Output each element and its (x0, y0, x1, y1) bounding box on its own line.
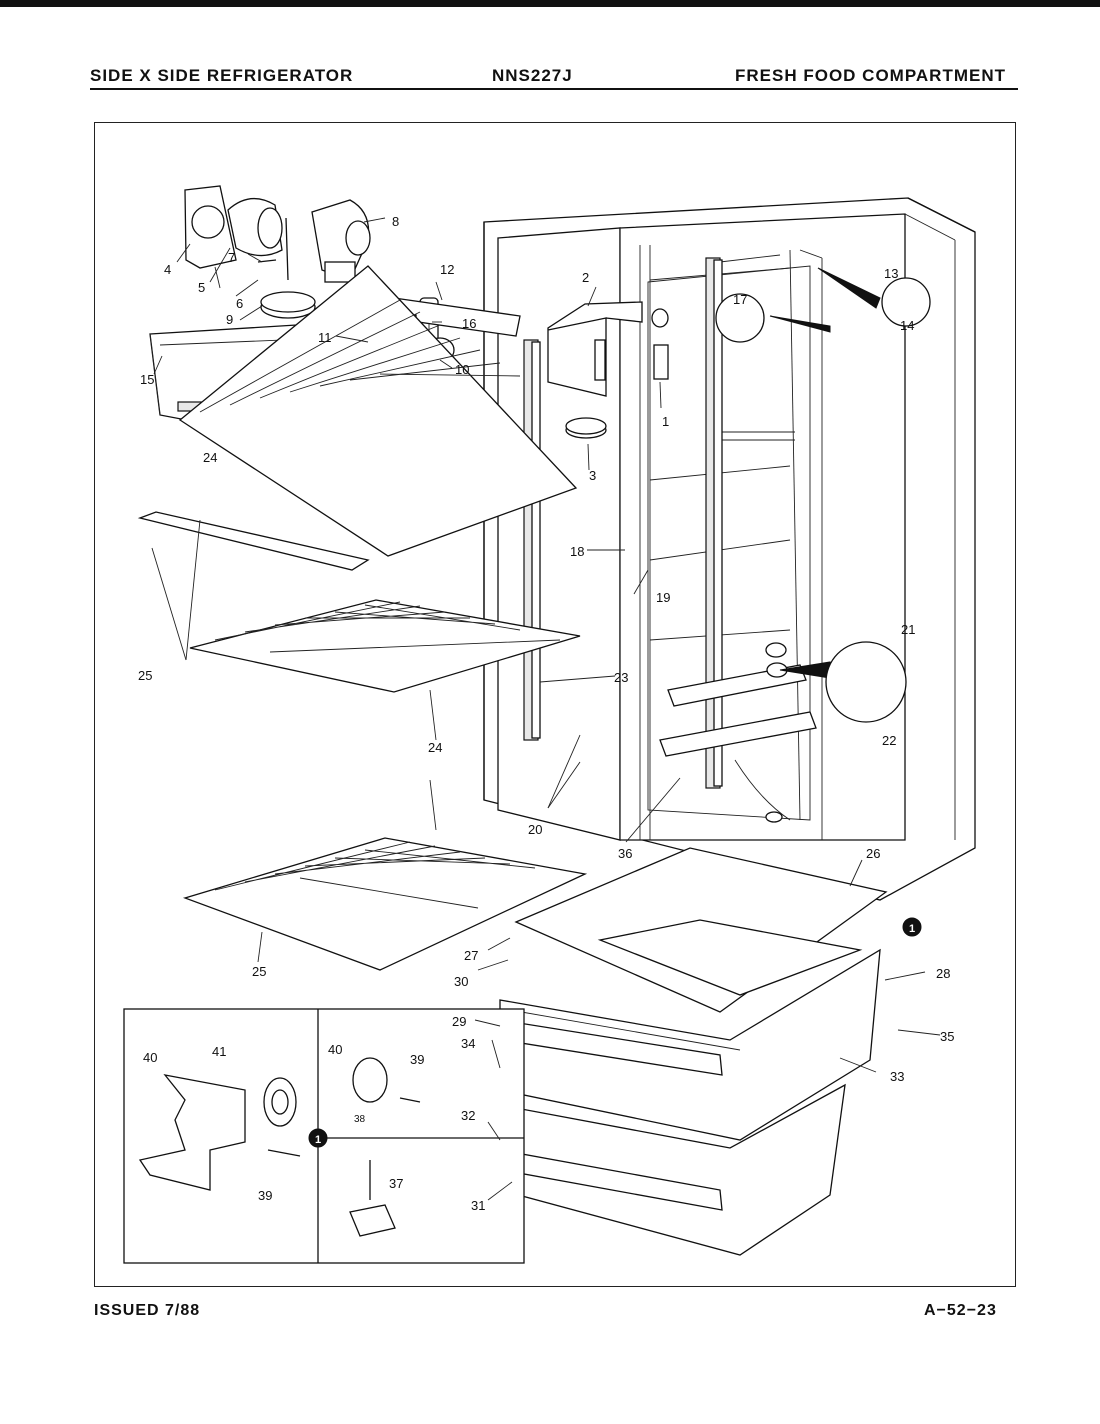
callout-25a: 25 (138, 668, 152, 683)
leader-wedge-17 (715, 293, 831, 343)
top-border-bar (0, 0, 1100, 7)
header-section-title: FRESH FOOD COMPARTMENT (735, 66, 1007, 85)
callout-leaders (151, 217, 941, 1201)
callout-14: 14 (900, 318, 914, 333)
callout-22: 22 (882, 733, 896, 748)
callout-1: 1 (662, 414, 669, 429)
leader-wedge-13 (817, 267, 931, 327)
callout-30: 30 (454, 974, 468, 989)
shelf-ladder-right (705, 257, 723, 789)
callout-27: 27 (464, 948, 478, 963)
callout-11: 11 (318, 330, 332, 345)
shelf-ladder-left (523, 339, 541, 741)
callout-41: 41 (212, 1044, 226, 1059)
callout-21: 21 (901, 622, 915, 637)
header-product-type: SIDE X SIDE REFRIGERATOR (90, 66, 354, 85)
crisper-rails (659, 642, 817, 823)
detail-marker-crisper: 1 (902, 917, 922, 937)
footer-page-code: A−52−23 (924, 1302, 997, 1319)
callout-2: 2 (582, 270, 589, 285)
callout-23: 23 (614, 670, 628, 685)
callout-33: 33 (890, 1069, 904, 1084)
shelf-bottom (182, 837, 588, 971)
callout-40a: 40 (143, 1050, 157, 1065)
thermostat-knob (565, 417, 607, 439)
callout-4: 4 (164, 262, 171, 277)
callout-24a: 24 (203, 450, 217, 465)
pin-small (399, 1097, 421, 1103)
svg-text:1: 1 (909, 923, 915, 935)
callout-38: 38 (354, 1114, 366, 1125)
roller-bracket (138, 1074, 246, 1191)
callout-37: 37 (389, 1176, 403, 1191)
callout-36: 36 (618, 846, 632, 861)
callout-31: 31 (471, 1198, 485, 1213)
shelf-top (137, 265, 578, 571)
control-box (547, 301, 643, 397)
callout-13: 13 (884, 266, 898, 281)
diagram-frame (94, 122, 1016, 1287)
footer-issued-date: ISSUED 7/88 (94, 1302, 201, 1319)
header-model-number: NNS227J (492, 66, 573, 85)
callout-34: 34 (461, 1036, 475, 1051)
damper-housing (227, 198, 283, 257)
leveling-leg (349, 1160, 396, 1237)
crisper-cover-frame (597, 919, 863, 996)
callout-26: 26 (866, 846, 880, 861)
callout-39b: 39 (258, 1188, 272, 1203)
callout-19: 19 (656, 590, 670, 605)
header-rule (90, 88, 1018, 90)
callout-12: 12 (440, 262, 454, 277)
callout-35: 35 (940, 1029, 954, 1044)
callout-18: 18 (570, 544, 584, 559)
shelf-middle (189, 599, 581, 693)
callout-6: 6 (236, 296, 243, 311)
roller (263, 1077, 297, 1127)
detail-marker-inset: 1 (308, 1128, 328, 1148)
callout-32: 32 (461, 1108, 475, 1123)
callout-39a: 39 (410, 1052, 424, 1067)
leader-wedge-21 (779, 641, 907, 723)
callout-labels: 1 2 3 4 5 6 7 8 9 10 11 12 13 14 15 16 1… (138, 214, 954, 1213)
callout-25b: 25 (252, 964, 266, 979)
callout-28: 28 (936, 966, 950, 981)
callout-5: 5 (198, 280, 205, 295)
callout-40b: 40 (328, 1042, 342, 1057)
switch (651, 308, 669, 380)
control-knob (260, 291, 316, 319)
callout-17: 17 (733, 292, 747, 307)
callout-24b: 24 (428, 740, 442, 755)
roller-pin (267, 1149, 301, 1157)
callout-16: 16 (462, 316, 476, 331)
damper-control (311, 199, 371, 283)
callout-9: 9 (226, 312, 233, 327)
svg-text:1: 1 (315, 1134, 321, 1146)
callout-7: 7 (228, 250, 235, 265)
damper-gasket (184, 185, 237, 269)
callout-3: 3 (589, 468, 596, 483)
callout-20: 20 (528, 822, 542, 837)
callout-8: 8 (392, 214, 399, 229)
roller-small (352, 1057, 388, 1103)
callout-10: 10 (455, 362, 469, 377)
callout-15: 15 (140, 372, 154, 387)
callout-29: 29 (452, 1014, 466, 1029)
